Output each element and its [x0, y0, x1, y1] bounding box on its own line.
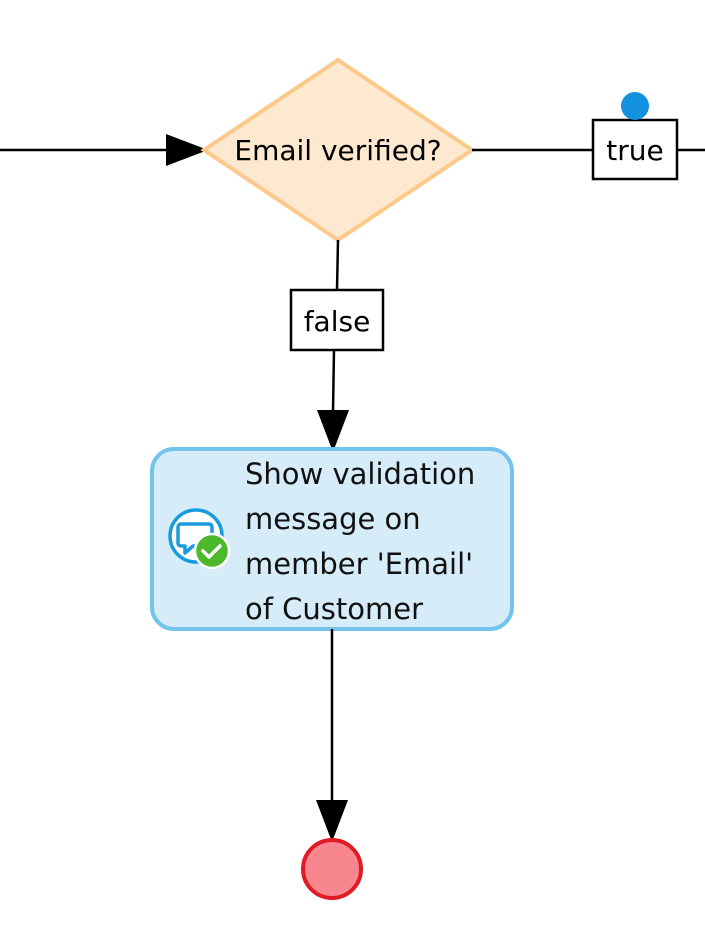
false-label: false [304, 305, 371, 338]
validation-message-icon [168, 508, 231, 570]
connector-dot[interactable] [621, 92, 649, 120]
end-flow-arrowhead [316, 800, 348, 842]
false-flow-line-upper[interactable] [335, 239, 340, 291]
true-label: true [606, 134, 663, 167]
action-label: Show validation message on member 'Email… [245, 452, 507, 632]
end-event-circle[interactable] [301, 838, 363, 900]
action-label-line-2: message on [245, 502, 421, 536]
action-label-line-1: Show validation [245, 457, 476, 491]
false-flow-line-lower[interactable] [331, 349, 336, 413]
decision-label: Email verified? [234, 134, 441, 167]
action-label-line-3: member 'Email' [245, 547, 474, 581]
action-label-line-4: of Customer [245, 592, 424, 626]
false-flow-arrowhead [317, 410, 349, 452]
incoming-flow-arrowhead [166, 134, 208, 166]
false-label-box[interactable] [289, 288, 385, 352]
